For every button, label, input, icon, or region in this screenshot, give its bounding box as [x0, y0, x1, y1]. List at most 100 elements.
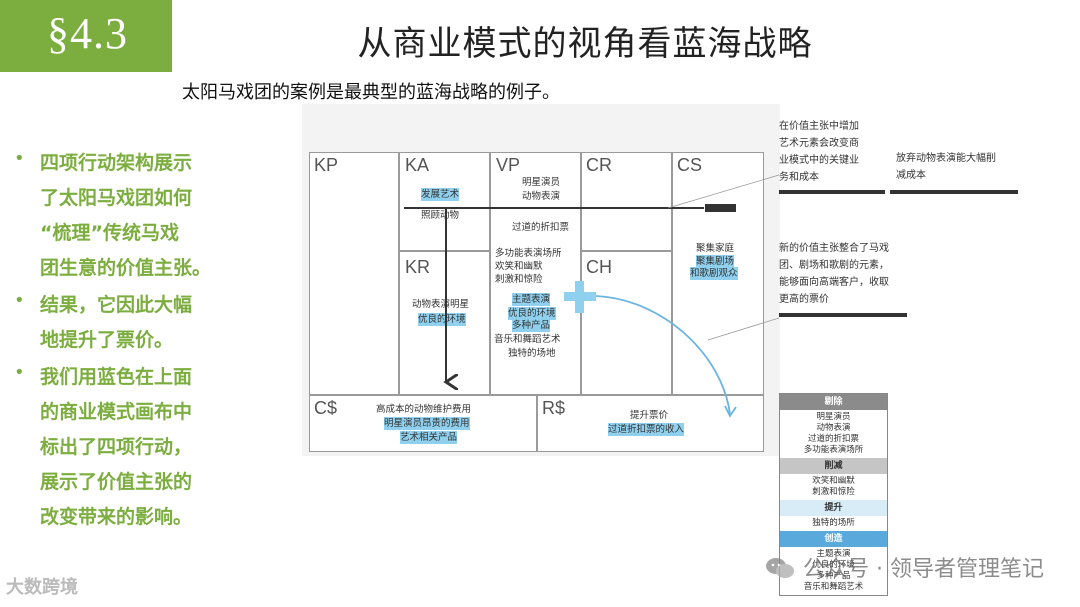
errc-item: 主题表演: [816, 549, 851, 559]
kr-cell: KR 动物表演明星 优良的环境: [399, 251, 490, 395]
errc-eliminate-header: 剔除: [780, 394, 887, 410]
canvas-arrows: [404, 204, 737, 418]
bullet-item: • 四项行动架构展示 了太阳马戏团如何 “梳理”传统马戏 团生意的价值主张。: [14, 146, 214, 286]
slide-title: 从商业模式的视角看蓝海战略: [357, 24, 813, 64]
ka-cell: KA 发展艺术 照顾动物: [399, 152, 490, 251]
ka-item: 发展艺术: [421, 188, 460, 201]
bullet-dot: •: [14, 362, 25, 383]
bullet-line: 标出了四项行动，: [40, 436, 193, 458]
note-line: 在价值主张中增加: [779, 121, 859, 132]
vp-item: 多种产品: [512, 319, 551, 332]
note-add-art: 在价值主张中增加 艺术元素会改变商 业模式中的关键业 务和成本: [779, 118, 889, 186]
section-number: §4.3: [47, 9, 128, 58]
revenue-arrow: [595, 295, 731, 415]
vp-item: 主题表演: [512, 293, 551, 306]
cost-item: 高成本的动物维护费用: [376, 404, 472, 415]
wechat-watermark: 公众号 · 领导者管理笔记: [765, 551, 1044, 583]
bullet-line: 我们用蓝色在上面: [40, 366, 193, 388]
cs-label: CS: [677, 155, 703, 175]
vp-item: 多功能表演场所: [495, 248, 562, 259]
bullet-line: “梳理”传统马戏: [40, 222, 179, 244]
vp-item: 欢笑和幽默: [495, 261, 543, 272]
cr-label: CR: [586, 155, 612, 175]
ch-label: CH: [586, 257, 612, 277]
bullet-line: 地提升了票价。: [40, 329, 174, 351]
slide-subtitle: 太阳马戏团的案例是最典型的蓝海战略的例子。: [182, 82, 560, 103]
bullet-line: 展示了价值主张的: [40, 471, 193, 493]
note-line: 务和成本: [779, 172, 819, 183]
revenue-arrow-head: [724, 405, 737, 418]
vp-cell: VP 明星演员 动物表演 过道的折扣票 多功能表演场所 欢笑和幽默 刺激和惊险 …: [490, 152, 581, 395]
note-line: 放弃动物表演能大幅削: [896, 153, 996, 164]
note-line: 业模式中的关键业: [779, 155, 859, 166]
kr-item: 优良的环境: [418, 313, 466, 326]
section-tab: §4.3: [0, 0, 172, 72]
ka-item: 照顾动物: [421, 210, 460, 221]
note-bar: [779, 313, 907, 317]
revenue-streams-cell: R$ 提升票价 过道折扣票的收入: [537, 395, 764, 452]
kp-cell: KP: [309, 152, 399, 395]
errc-eliminate-items: 明星演员 动物表演 过道的折扣票 多功能表演场所: [780, 410, 887, 458]
errc-item: 多种产品: [816, 571, 851, 581]
note-bar: [779, 190, 885, 194]
brand-logo-text: 大数跨境: [6, 577, 78, 598]
bullet-item: • 结果，它因此大幅 地提升了票价。: [14, 288, 214, 358]
bullet-line: 结果，它因此大幅: [40, 294, 193, 316]
vp-item: 过道的折扣票: [512, 222, 570, 233]
cost-item: 明星演员昂贵的费用: [384, 417, 470, 430]
vp-label: VP: [496, 155, 521, 175]
plus-sign-vertical: [575, 281, 584, 313]
cost-structure-cell: C$ 高成本的动物维护费用 明星演员昂贵的费用 艺术相关产品: [309, 395, 537, 452]
bullet-dot: •: [14, 148, 25, 169]
bullet-line: 了太阳马戏团如何: [40, 187, 193, 209]
rev-label: R$: [542, 398, 566, 418]
cost-label: C$: [314, 398, 338, 418]
errc-reduce-header: 削减: [780, 458, 887, 474]
eliminate-marker: [705, 204, 736, 212]
bullet-list: • 四项行动架构展示 了太阳马戏团如何 “梳理”传统马戏 团生意的价值主张。 •…: [14, 146, 214, 537]
errc-raise-header: 提升: [780, 500, 887, 516]
rev-item: 提升票价: [630, 410, 669, 421]
cs-item: 聚集家庭: [696, 243, 735, 254]
vp-item: 独特的场地: [508, 348, 556, 359]
cs-item: 聚集剧场: [696, 255, 735, 268]
vp-item: 明星演员: [522, 177, 561, 188]
bullet-line: 的商业模式画布中: [40, 401, 193, 423]
bullet-dot: •: [14, 290, 25, 311]
watermark-text: 公众号 · 领导者管理笔记: [803, 557, 1044, 582]
cs-cell: CS 聚集家庭 聚集剧场 和歌剧观众: [672, 152, 764, 395]
ch-cell: CH: [581, 251, 672, 395]
note-drop-animals: 放弃动物表演能大幅削 减成本: [896, 150, 1026, 184]
vp-item: 音乐和舞蹈艺术: [494, 334, 561, 345]
note-line: 团、剧场和歌剧的元素，: [779, 260, 889, 271]
note-bar: [890, 190, 1018, 194]
ka-label: KA: [405, 155, 430, 175]
errc-grid: 剔除 明星演员 动物表演 过道的折扣票 多功能表演场所 削减 欢笑和幽默 刺激和…: [779, 393, 888, 596]
errc-item: 优良的环境: [812, 560, 855, 570]
errc-raise-items: 独特的场所: [780, 516, 887, 531]
cost-item: 艺术相关产品: [400, 431, 458, 444]
note-line: 艺术元素会改变商: [779, 138, 859, 149]
kr-item: 动物表演明星: [412, 299, 470, 310]
errc-reduce-items: 欢笑和幽默 刺激和惊险: [780, 474, 887, 500]
vp-item: 动物表演: [522, 191, 561, 202]
errc-create-items: 主题表演 优良的环境 多种产品 音乐和舞蹈艺术: [780, 547, 887, 595]
vp-item: 优良的环境: [508, 307, 556, 320]
errc-item: 欢笑和幽默: [812, 476, 855, 486]
kr-label: KR: [405, 257, 431, 277]
bullet-line: 改变带来的影响。: [40, 506, 193, 528]
errc-item: 过道的折扣票: [807, 434, 859, 444]
bullet-item: • 我们用蓝色在上面 的商业模式画布中 标出了四项行动， 展示了价值主张的 改变…: [14, 360, 214, 535]
rev-item: 过道折扣票的收入: [608, 423, 685, 436]
errc-item: 独特的场所: [812, 518, 855, 528]
errc-item: 多功能表演场所: [803, 445, 864, 455]
wechat-icon: [766, 558, 795, 578]
bullet-line: 团生意的价值主张。: [40, 257, 212, 279]
kp-label: KP: [314, 155, 339, 175]
errc-item: 刺激和惊险: [812, 487, 855, 497]
errc-create-header: 创造: [780, 531, 887, 547]
errc-item: 音乐和舞蹈艺术: [803, 582, 864, 592]
cs-item: 和歌剧观众: [690, 267, 738, 280]
cr-cell: CR: [581, 152, 672, 251]
